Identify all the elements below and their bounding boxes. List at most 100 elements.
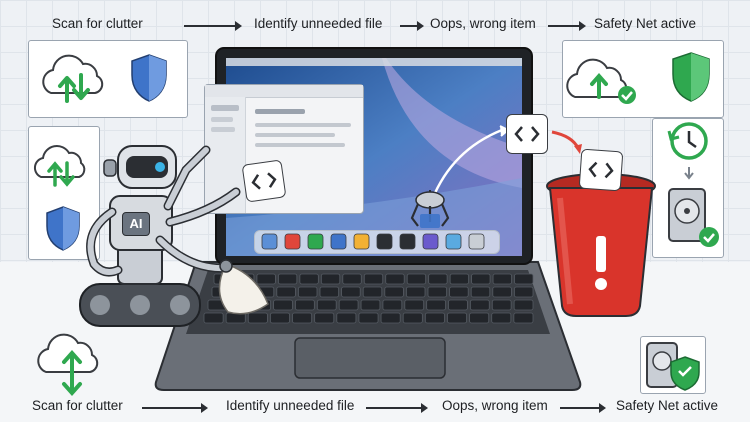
flow-bottom-step-oops: Oops, wrong item: [442, 398, 548, 413]
keyboard-key: [424, 312, 445, 324]
keyboard-key: [295, 299, 315, 311]
keyboard-key: [471, 273, 491, 285]
cloud-upload-icon: [566, 58, 636, 104]
sidebar-item[interactable]: [211, 105, 239, 111]
keyboard-key: [405, 286, 426, 298]
keyboard-key: [363, 273, 384, 285]
content-line: [255, 133, 335, 137]
flow-arrow: [548, 21, 586, 31]
code-file-icon[interactable]: [241, 159, 287, 203]
window-titlebar[interactable]: [205, 85, 363, 98]
content-line: [255, 109, 305, 114]
keyboard-key: [338, 299, 359, 311]
keyboard-key: [385, 273, 405, 285]
keyboard-key: [514, 273, 534, 285]
keyboard-key: [514, 286, 534, 298]
flow-arrow: [184, 21, 242, 31]
robot-chest-label: AI: [122, 212, 150, 236]
keyboard-key: [492, 286, 512, 298]
keyboard-key: [426, 299, 446, 311]
left-panel-top: [28, 40, 188, 118]
keyboard-key: [292, 312, 313, 324]
keyboard-key: [341, 286, 361, 298]
flow-bottom-step-identify: Identify unneeded file: [226, 398, 355, 413]
cloud-sync-icon: [42, 54, 104, 103]
right-panel-bottom: [652, 118, 724, 258]
keyboard-key: [380, 312, 401, 324]
dock-app-icon[interactable]: [261, 233, 278, 250]
keyboard-key: [470, 286, 491, 298]
dock-app-icon[interactable]: [307, 233, 324, 250]
flow-top: Scan for clutter Identify unneeded file …: [0, 16, 750, 40]
flow-arrow: [400, 21, 424, 31]
dock-app-icon[interactable]: [330, 233, 347, 250]
cloud-sync-icon: [33, 144, 86, 187]
keyboard-key: [299, 273, 319, 285]
keyboard-key: [320, 273, 341, 285]
flow-bottom: Scan for clutter Identify unneeded file …: [0, 398, 750, 422]
code-file-icon: [578, 148, 624, 192]
keyboard-key: [336, 312, 357, 324]
hard-drive-icon: [668, 188, 719, 247]
keyboard-key: [491, 299, 512, 311]
flow-bottom-step-safety: Safety Net active: [616, 398, 719, 413]
keyboard-key: [469, 299, 490, 311]
right-panel-top: [562, 40, 724, 118]
keyboard-key: [448, 299, 468, 311]
dock-app-icon[interactable]: [284, 233, 301, 250]
restore-clock-icon: [667, 122, 708, 180]
keyboard-key: [404, 299, 425, 311]
keyboard-key: [314, 312, 335, 324]
keyboard-key: [449, 273, 469, 285]
shield-icon: [672, 52, 710, 102]
flow-arrow: [142, 403, 208, 413]
keyboard-key: [449, 286, 469, 298]
hard-drive-icon: [646, 342, 700, 391]
dock-app-icon[interactable]: [445, 233, 462, 250]
keyboard-key: [469, 312, 490, 324]
keyboard-key: [247, 312, 268, 324]
keyboard-key: [382, 299, 403, 311]
keyboard-key: [203, 312, 224, 324]
keyboard-key: [362, 286, 383, 298]
keyboard-key: [297, 286, 318, 298]
keyboard-key: [342, 273, 362, 285]
flow-top-step-oops: Oops, wrong item: [430, 16, 536, 31]
code-file-icon[interactable]: [506, 114, 548, 154]
keyboard-key: [406, 273, 427, 285]
restore-panel: [640, 336, 706, 394]
flow-arrow: [560, 403, 606, 413]
dock-app-icon[interactable]: [353, 233, 370, 250]
keyboard-key: [358, 312, 379, 324]
keyboard-key: [360, 299, 381, 311]
keyboard-key: [513, 312, 534, 324]
keyboard-key: [256, 273, 276, 285]
shield-icon: [46, 206, 80, 251]
keyboard-key: [491, 312, 512, 324]
keyboard-key: [402, 312, 423, 324]
sidebar-item[interactable]: [211, 127, 235, 132]
keyboard-key: [316, 299, 337, 311]
keyboard-key: [269, 312, 290, 324]
dock-app-icon[interactable]: [399, 233, 416, 250]
keyboard-key: [384, 286, 404, 298]
dock-app-icon[interactable]: [468, 233, 485, 250]
content-line: [255, 143, 345, 147]
keyboard-key: [427, 286, 448, 298]
keyboard-key: [273, 299, 293, 311]
flow-bottom-step-scan: Scan for clutter: [32, 398, 123, 413]
keyboard-key: [428, 273, 448, 285]
flow-top-step-identify: Identify unneeded file: [254, 16, 383, 31]
dock-app-icon[interactable]: [376, 233, 393, 250]
keyboard-key: [277, 273, 298, 285]
shield-icon: [131, 54, 167, 102]
keyboard-key: [276, 286, 296, 298]
sidebar-item[interactable]: [211, 117, 233, 122]
dock-app-icon[interactable]: [422, 233, 439, 250]
flow-arrow: [366, 403, 428, 413]
keyboard-key: [492, 273, 512, 285]
